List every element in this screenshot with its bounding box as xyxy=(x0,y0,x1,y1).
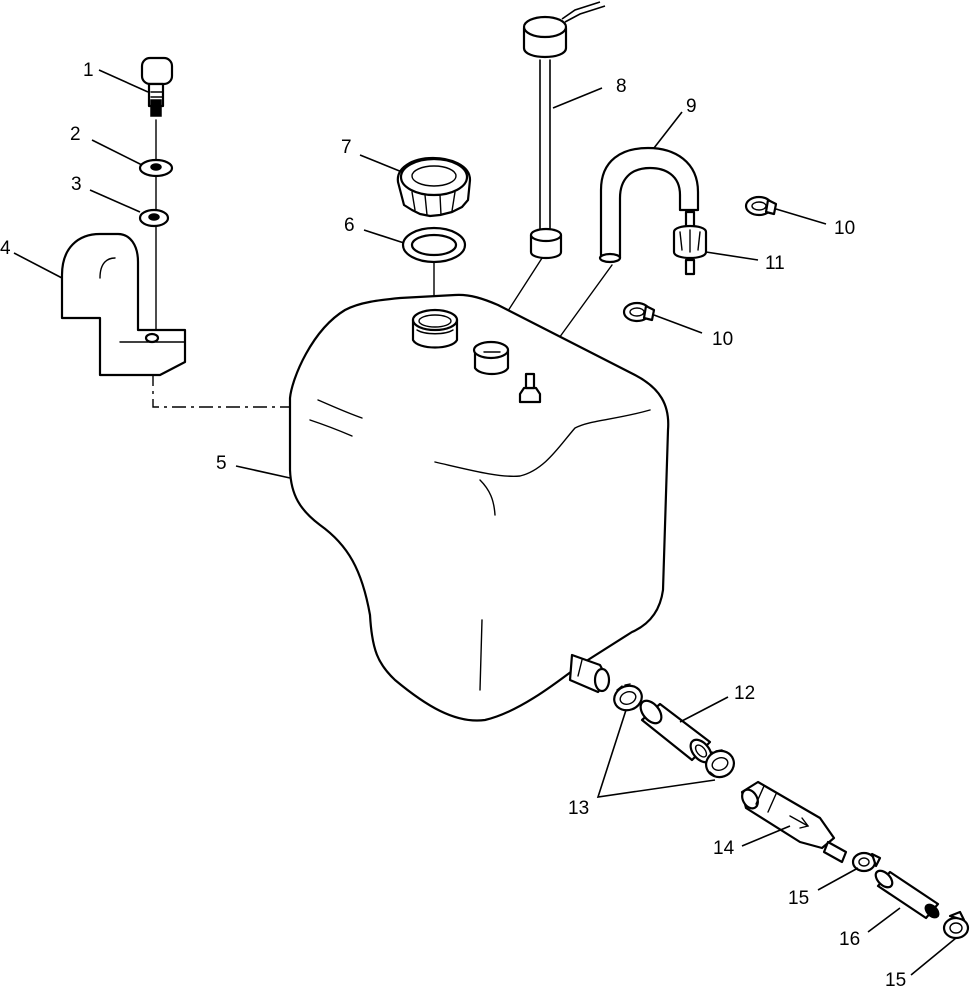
leader-lines xyxy=(13,69,957,976)
callout-9: 9 xyxy=(686,96,697,117)
check-valve-part xyxy=(672,210,708,276)
callout-6: 6 xyxy=(344,215,355,236)
vent-hose-part xyxy=(598,146,700,264)
washer-part xyxy=(138,158,174,178)
bolt-part xyxy=(140,56,174,117)
filler-cap-part xyxy=(396,156,472,218)
callout-13: 13 xyxy=(568,798,589,819)
hose-clamp-upper-part xyxy=(744,195,778,217)
mounting-bracket-part xyxy=(60,232,187,377)
callout-7: 7 xyxy=(341,137,352,158)
oil-tank-part xyxy=(288,293,670,722)
callout-8: 8 xyxy=(616,76,627,97)
short-hose-part xyxy=(874,869,940,920)
callout-12: 12 xyxy=(734,683,755,704)
callout-10-upper: 10 xyxy=(834,218,855,239)
callout-10-lower: 10 xyxy=(712,329,733,350)
callout-16: 16 xyxy=(839,929,860,950)
outlet-clamp-lower-part xyxy=(705,749,735,779)
callout-1: 1 xyxy=(83,60,94,81)
small-clamp-lower-part xyxy=(942,910,970,940)
small-clamp-upper-part xyxy=(851,851,882,873)
gasket-part xyxy=(401,226,467,264)
hose-part xyxy=(639,699,713,764)
outlet-clamp-upper-part xyxy=(613,683,643,712)
callout-11: 11 xyxy=(765,253,785,274)
callout-2: 2 xyxy=(70,124,81,145)
callout-5: 5 xyxy=(216,453,227,474)
callout-labels: 1 2 3 4 5 6 7 8 9 10 10 11 12 13 14 15 1… xyxy=(0,60,906,986)
callout-15-upper: 15 xyxy=(788,888,809,909)
lock-washer-part xyxy=(138,208,170,228)
hose-clamp-lower-part xyxy=(622,301,656,323)
level-gauge-part xyxy=(522,1,606,260)
inline-filter-part xyxy=(740,780,848,864)
callout-15-lower: 15 xyxy=(885,970,906,986)
callout-14: 14 xyxy=(713,838,735,859)
callout-3: 3 xyxy=(71,174,82,195)
callout-4: 4 xyxy=(0,238,11,259)
